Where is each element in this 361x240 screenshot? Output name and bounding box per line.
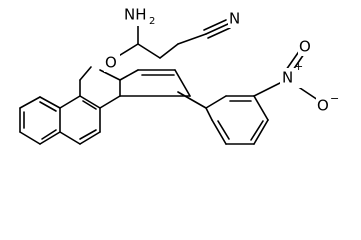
label-bg — [298, 38, 314, 56]
nitrile-n-label: N — [229, 10, 240, 28]
bond-triple — [205, 23, 229, 35]
naphthalene-right-ring — [59, 95, 101, 145]
nitro-n-charge: + — [294, 60, 303, 73]
bond — [205, 107, 213, 121]
bond — [59, 95, 81, 109]
chemical-structure: NH 2 O N N + O O − — [19, 5, 342, 145]
label-bg — [316, 96, 342, 116]
nitro-n-label: N — [282, 69, 293, 87]
nitrile-group — [177, 19, 231, 45]
bond — [39, 96, 61, 109]
bond-double — [82, 100, 97, 110]
bond-double — [41, 129, 57, 140]
bond — [174, 69, 191, 97]
bond — [253, 119, 269, 145]
bond — [253, 81, 283, 97]
bond — [253, 95, 269, 121]
bond — [79, 95, 101, 109]
nitro-o-double-label: O — [299, 38, 311, 56]
bond-triple — [203, 19, 227, 31]
ring-oxygen-label: O — [105, 54, 117, 72]
bond — [137, 43, 161, 59]
bond — [39, 131, 61, 145]
bond-double — [217, 120, 230, 140]
pyran-ring — [79, 66, 191, 109]
c4-link — [177, 91, 207, 109]
bond — [177, 91, 207, 109]
pyran-ring-geometry — [111, 43, 179, 61]
label-bg — [280, 68, 302, 88]
bond — [19, 96, 41, 109]
label-bg — [228, 10, 244, 28]
bond — [79, 131, 101, 145]
nitro-o-single-label: O — [317, 97, 329, 115]
bond — [99, 69, 121, 81]
bond-double — [79, 129, 97, 140]
bond — [285, 49, 301, 71]
bond — [159, 43, 179, 59]
label-bg — [104, 54, 120, 72]
bond-double — [250, 120, 264, 141]
bond — [19, 131, 41, 145]
bond — [119, 69, 139, 81]
bond-double — [39, 101, 57, 112]
amino-h-count: 2 — [149, 16, 155, 27]
bond-triple — [207, 27, 231, 39]
nitro-o-charge: − — [330, 92, 339, 105]
amino-n-label: NH — [124, 6, 147, 24]
bond — [205, 95, 227, 109]
bond — [177, 33, 207, 45]
atom-labels: NH 2 O N N + O O − — [104, 6, 342, 116]
structure-canvas: NH 2 O N N + O O − — [19, 5, 342, 145]
bond — [99, 95, 121, 109]
bond — [211, 119, 227, 145]
bond — [79, 66, 92, 81]
naphthalene-left-ring — [19, 96, 61, 145]
bond — [59, 131, 81, 145]
nitrophenyl-ring — [205, 95, 269, 145]
label-bg — [122, 6, 156, 26]
